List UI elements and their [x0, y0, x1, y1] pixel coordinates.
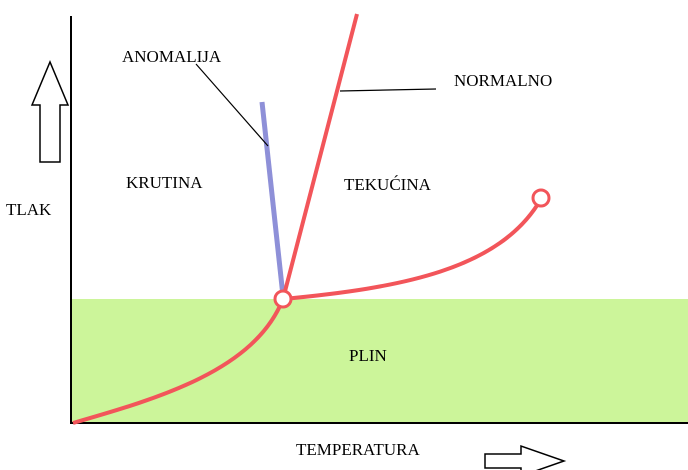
normal-annotation: NORMALNO [454, 71, 552, 90]
gas-region-label: PLIN [349, 346, 387, 365]
triple-point [273, 289, 293, 309]
vaporization-curve [282, 197, 543, 301]
critical-point [531, 188, 551, 208]
liquid-region-label: TEKUĆINA [344, 175, 432, 194]
y-axis-label: TLAK [6, 200, 52, 219]
temperature-arrow-icon [484, 444, 567, 470]
anomaly-annotation: ANOMALIJA [122, 47, 222, 66]
pressure-arrow-icon [30, 60, 70, 163]
anomaly-melting-line [259, 101, 286, 297]
normal-melting-curve [281, 13, 359, 300]
sublimation-curve [72, 298, 285, 425]
solid-region-label: KRUTINA [126, 173, 203, 192]
x-axis-label: TEMPERATURA [296, 440, 420, 459]
anomaly-leader-line [195, 63, 269, 147]
gas-region [70, 299, 688, 423]
normal-leader-line [339, 88, 437, 92]
